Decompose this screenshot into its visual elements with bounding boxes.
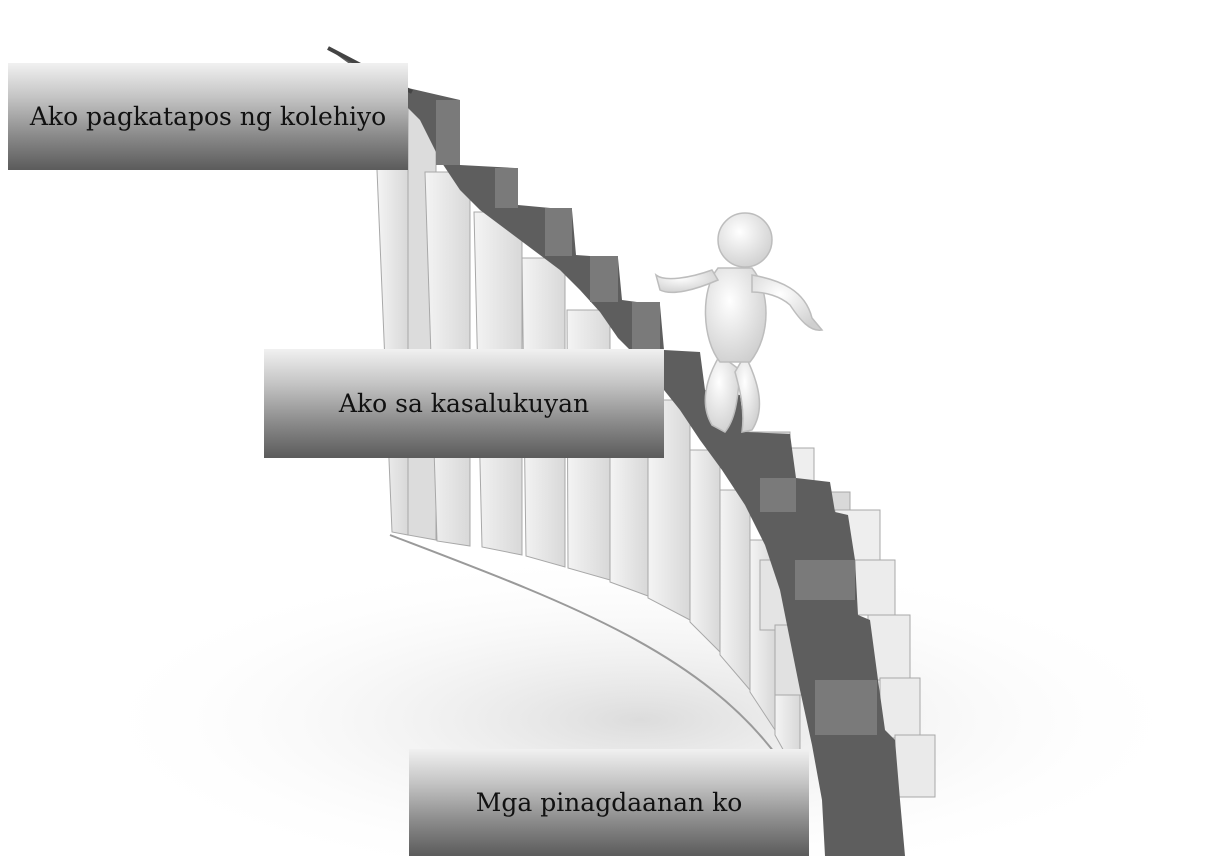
label-after-college: Ako pagkatapos ng kolehiyo [8,63,408,170]
label-past-text: Mga pinagdaanan ko [475,787,743,817]
label-present: Ako sa kasalukuyan [264,349,664,458]
carpet-highlights [436,100,877,735]
label-present-text: Ako sa kasalukuyan [338,388,590,418]
label-after-college-text: Ako pagkatapos ng kolehiyo [29,101,387,131]
climbing-figure [654,212,824,433]
carpet-runner [330,50,905,856]
base-curve [389,534,781,761]
label-past: Mga pinagdaanan ko [409,749,809,856]
